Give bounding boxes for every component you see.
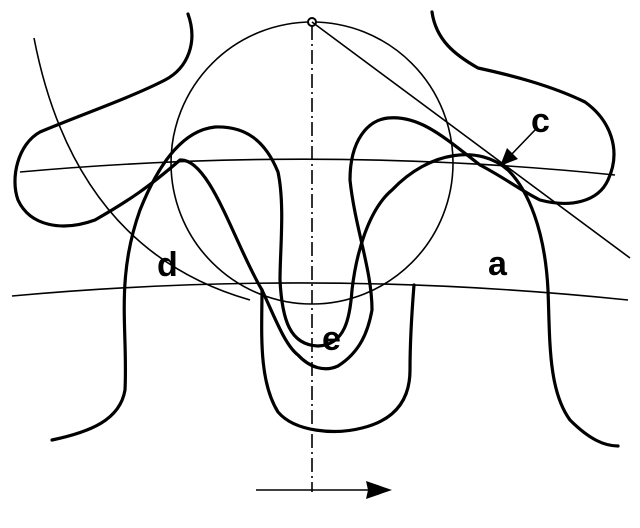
upper-gear-outline [13,10,616,371]
label-a: a [488,245,508,283]
motion-arrow-head [366,481,392,499]
lower-gear-outline [50,125,620,448]
pointer-c-line [509,129,536,157]
label-d: d [157,246,178,284]
lower-pitch-line [11,282,629,301]
label-e: e [322,320,341,358]
upper-pitch-line [19,158,616,176]
line-of-action [311,21,631,259]
label-c: c [531,102,550,140]
left-reference-arc [33,37,251,301]
center-tooth-space-outline [260,283,416,434]
pointer-c-head [500,148,518,166]
